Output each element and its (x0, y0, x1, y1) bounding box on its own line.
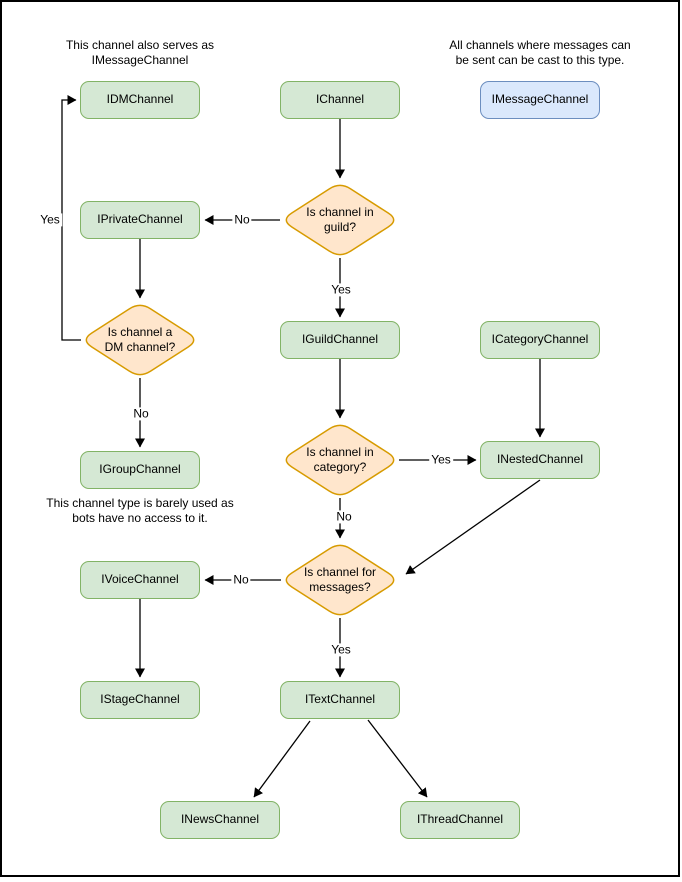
edge-category-decision-to-messages-decision-label: No (334, 509, 354, 524)
edge-messages-decision-to-ivoicechannel-label: No (231, 572, 251, 587)
node-iguildchannel: IGuildChannel (280, 321, 400, 359)
decision-is-channel-in-category-label: Is channel in category? (306, 445, 374, 474)
note-igroupchannel-barely-used: This channel type is barely used as bots… (46, 496, 234, 525)
decision-is-channel-a-dm-label: Is channel a DM channel? (104, 325, 176, 354)
decision-is-channel-for-messages (285, 544, 395, 616)
decision-is-channel-in-guild (285, 184, 395, 256)
edge-dm-decision-to-idmchannel (61, 95, 81, 341)
edge-itextchannel-to-inewschannel (253, 720, 311, 798)
edge-inestedchannel-to-messages-decision (405, 479, 541, 575)
edge-dm-decision-to-igroupchannel-label: No (131, 406, 151, 421)
edge-category-decision-to-inestedchannel-label: Yes (429, 452, 453, 467)
node-idmchannel: IDMChannel (80, 81, 200, 119)
node-itextchannel: ITextChannel (280, 681, 400, 719)
node-inestedchannel: INestedChannel (480, 441, 600, 479)
note-idmchannel-serves: This channel also serves as IMessageChan… (65, 38, 215, 67)
node-imessagechannel: IMessageChannel (480, 81, 600, 119)
node-iprivatechannel: IPrivateChannel (80, 201, 200, 239)
node-ivoicechannel: IVoiceChannel (80, 561, 200, 599)
edge-itextchannel-to-ithreadchannel (367, 719, 428, 798)
node-istagechannel: IStageChannel (80, 681, 200, 719)
node-ichannel: IChannel (280, 81, 400, 119)
edge-messages-decision-to-itextchannel-label: Yes (329, 642, 353, 657)
decision-is-channel-in-category (285, 424, 395, 496)
node-icategorychannel: ICategoryChannel (480, 321, 600, 359)
decision-is-channel-for-messages-label: Is channel for messages? (303, 565, 377, 594)
node-igroupchannel: IGroupChannel (80, 451, 200, 489)
edge-dm-decision-to-idmchannel-label: Yes (38, 212, 62, 227)
note-imessagechannel-cast: All channels where messages can be sent … (449, 38, 631, 67)
node-inewschannel: INewsChannel (160, 801, 280, 839)
edge-guild-decision-to-iprivatechannel-label: No (232, 212, 252, 227)
decision-is-channel-in-guild-label: Is channel in guild? (306, 205, 374, 234)
edge-guild-decision-to-iguildchannel-label: Yes (329, 282, 353, 297)
node-ithreadchannel: IThreadChannel (400, 801, 520, 839)
decision-is-channel-a-dm (85, 304, 195, 376)
